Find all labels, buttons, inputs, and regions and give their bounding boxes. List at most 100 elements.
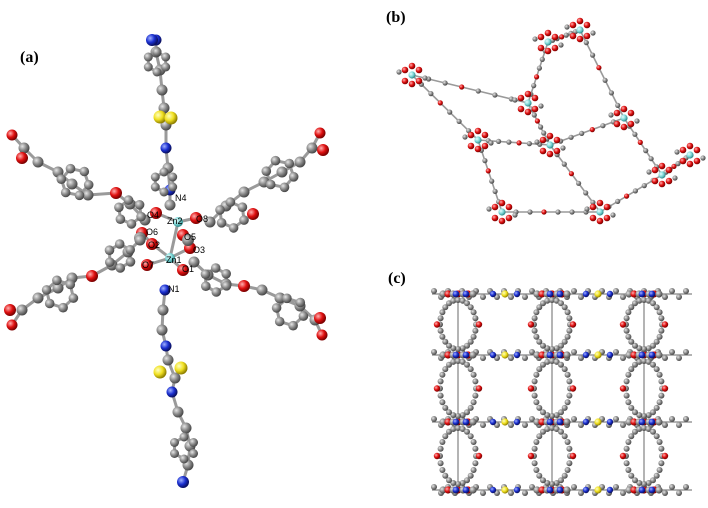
sulfur-atom bbox=[594, 418, 602, 426]
carbon-atom bbox=[464, 300, 470, 307]
nitrogen-atom bbox=[160, 142, 172, 154]
carbon-atom bbox=[655, 290, 663, 298]
carbon-atom bbox=[662, 294, 668, 300]
carbon-atom bbox=[632, 477, 638, 484]
carbon-atom bbox=[566, 315, 573, 322]
oxygen-atom bbox=[538, 486, 546, 494]
carbon-atom bbox=[437, 327, 444, 334]
carbon-atom bbox=[221, 269, 231, 279]
carbon-atom bbox=[527, 209, 533, 215]
carbon-atom bbox=[170, 449, 179, 458]
oxygen-atom bbox=[110, 187, 122, 199]
carbon-atom bbox=[569, 209, 575, 215]
carbon-atom bbox=[396, 69, 402, 75]
carbon-atom bbox=[114, 202, 124, 213]
carbon-atom bbox=[634, 118, 640, 124]
carbon-atom bbox=[470, 309, 477, 316]
carbon-atom bbox=[531, 392, 538, 399]
carbon-atom bbox=[656, 309, 663, 316]
carbon-atom bbox=[238, 186, 250, 198]
carbon-atom bbox=[566, 392, 573, 399]
carbon-atom bbox=[536, 472, 543, 479]
carbon-atom bbox=[470, 467, 477, 473]
carbon-atom bbox=[526, 141, 533, 147]
zinc-atom bbox=[173, 217, 183, 227]
carbon-atom bbox=[41, 285, 52, 295]
oxygen-atom bbox=[527, 452, 535, 460]
carbon-atom bbox=[489, 178, 495, 184]
carbon-atom bbox=[480, 355, 486, 361]
carbon-atom bbox=[529, 484, 535, 490]
carbon-atom bbox=[170, 438, 179, 447]
carbon-atom bbox=[446, 428, 452, 435]
nitrogen-atom bbox=[556, 351, 564, 359]
carbon-atom bbox=[632, 342, 638, 349]
nitrogen-atom bbox=[513, 486, 521, 494]
carbon-atom bbox=[563, 486, 571, 494]
carbon-atom bbox=[295, 297, 306, 308]
carbon-atom bbox=[60, 187, 71, 198]
bond bbox=[411, 74, 529, 104]
carbon-atom bbox=[632, 409, 638, 416]
carbon-atom bbox=[182, 234, 194, 246]
carbon-atom bbox=[620, 355, 626, 361]
carbon-atom bbox=[558, 428, 564, 435]
oxygen-atom bbox=[6, 319, 18, 331]
carbon-atom bbox=[508, 490, 514, 496]
carbon-atom bbox=[531, 327, 538, 334]
carbon-atom bbox=[625, 351, 633, 359]
carbon-atom bbox=[469, 290, 477, 298]
carbon-atom bbox=[549, 413, 555, 419]
atom-label-o7: O7 bbox=[142, 260, 154, 270]
carbon-atom bbox=[549, 425, 555, 431]
oxygen-atom bbox=[498, 199, 506, 207]
oxygen-atom bbox=[553, 136, 561, 144]
carbon-atom bbox=[162, 354, 174, 366]
panel-c-packing bbox=[431, 288, 692, 496]
oxygen-atom bbox=[620, 105, 628, 113]
nitrogen-atom bbox=[648, 418, 656, 426]
carbon-atom bbox=[615, 102, 621, 108]
carbon-atom bbox=[522, 294, 528, 300]
carbon-atom bbox=[533, 333, 540, 340]
oxygen-atom bbox=[531, 105, 539, 113]
carbon-atom bbox=[134, 200, 145, 210]
carbon-atom bbox=[676, 422, 682, 428]
oxygen-atom bbox=[551, 33, 559, 41]
nitrogen-atom bbox=[452, 486, 460, 494]
carbon-atom bbox=[625, 371, 632, 378]
carbon-atom bbox=[563, 32, 569, 38]
carbon-atom bbox=[431, 484, 437, 490]
carbon-atom bbox=[658, 378, 665, 385]
carbon-atom bbox=[221, 281, 232, 291]
nitrogen-atom bbox=[648, 290, 656, 298]
nitrogen-atom bbox=[452, 290, 460, 298]
carbon-atom bbox=[610, 212, 616, 218]
carbon-atom bbox=[446, 409, 452, 416]
oxygen-atom bbox=[613, 120, 621, 128]
carbon-atom bbox=[623, 378, 630, 385]
oxygen-atom bbox=[537, 44, 545, 52]
oxygen-atom bbox=[603, 203, 611, 211]
carbon-atom bbox=[538, 124, 544, 130]
nitrogen-atom bbox=[546, 486, 554, 494]
carbon-atom bbox=[558, 42, 564, 48]
carbon-atom bbox=[508, 355, 514, 361]
carbon-atom bbox=[204, 216, 216, 228]
oxygen-atom bbox=[534, 118, 541, 124]
carbon-atom bbox=[439, 309, 446, 316]
carbon-atom bbox=[613, 484, 619, 490]
carbon-atom bbox=[470, 333, 477, 340]
carbon-atom bbox=[239, 215, 249, 225]
oxygen-atom bbox=[619, 385, 627, 392]
carbon-atom bbox=[58, 302, 68, 313]
carbon-atom bbox=[200, 269, 211, 280]
carbon-atom bbox=[294, 156, 306, 168]
carbon-atom bbox=[628, 366, 635, 373]
carbon-atom bbox=[641, 425, 647, 431]
oxygen-atom bbox=[467, 142, 475, 150]
oxygen-atom bbox=[474, 127, 482, 135]
carbon-atom bbox=[544, 358, 551, 365]
carbon-atom bbox=[482, 158, 488, 164]
panel-label-a: (a) bbox=[20, 49, 39, 66]
